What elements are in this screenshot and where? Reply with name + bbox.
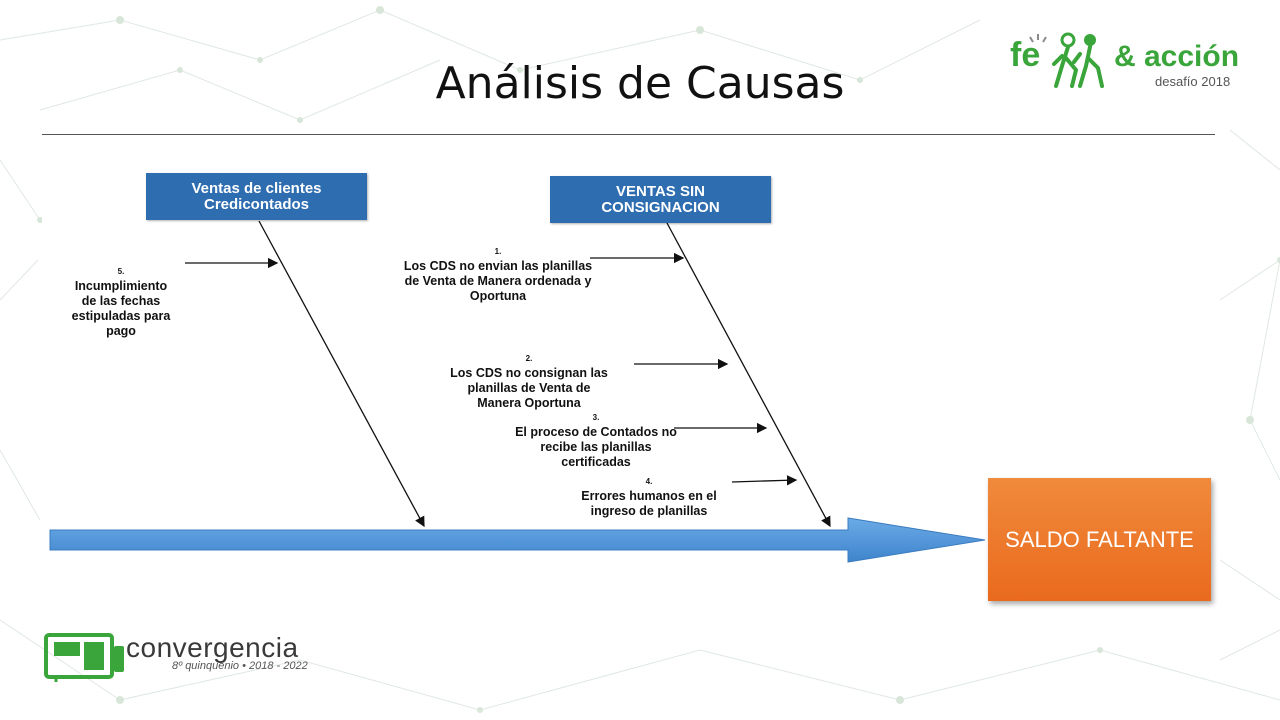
bone-ventas-sin-consignacion <box>666 222 831 528</box>
spine-arrow <box>49 517 986 563</box>
bone-ventas-clientes <box>258 220 425 528</box>
cause-2: 2. Los CDS no consignan las planillas de… <box>450 354 608 410</box>
logo-text-quinquenio: 8º quinquenio • 2018 - 2022 <box>172 660 308 672</box>
cause-3-text: El proceso de Contados no recibe las pla… <box>515 425 677 469</box>
cause-1-text: Los CDS no envian las planillas de Venta… <box>403 259 593 303</box>
cause-5-text: Incumplimiento de las fechas estipuladas… <box>71 279 171 338</box>
slide-title: Análisis de Causas <box>435 58 845 109</box>
cause-arrow-4 <box>731 475 798 486</box>
cause-4: 4. Errores humanos en el ingreso de plan… <box>581 477 717 518</box>
cause-1: 1. Los CDS no envian las planillas de Ve… <box>403 247 593 303</box>
cause-3: 3. El proceso de Contados no recibe las … <box>515 413 677 469</box>
category-ventas-sin-consignacion: VENTAS SIN CONSIGNACION <box>550 176 771 223</box>
logo-text-convergencia: convergencia <box>126 632 299 663</box>
logo-text-desafio: desafío 2018 <box>1155 74 1231 89</box>
title-divider <box>42 134 1215 135</box>
cause-5: 5. Incumplimiento de las fechas estipula… <box>71 267 171 338</box>
category-ventas-clientes: Ventas de clientes Credicontados <box>146 173 367 220</box>
cause-4-text: Errores humanos en el ingreso de planill… <box>581 489 717 518</box>
convergencia-logo-icon <box>44 633 124 682</box>
fe-accion-logo <box>1029 32 1104 88</box>
cause-2-text: Los CDS no consignan las planillas de Ve… <box>450 366 608 410</box>
logo-text-accion: & acción <box>1114 40 1240 73</box>
logo-text-fe: fe <box>1010 36 1041 74</box>
effect-saldo-faltante: SALDO FALTANTE <box>988 478 1211 601</box>
